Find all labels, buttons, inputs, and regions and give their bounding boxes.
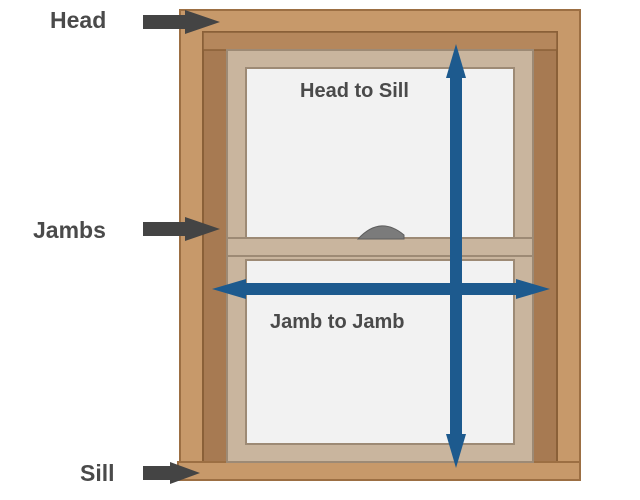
labels: Head Jambs Sill Head to Sill Jamb to Jam… bbox=[33, 7, 409, 486]
jamb-to-jamb-label: Jamb to Jamb bbox=[270, 311, 404, 333]
head-band bbox=[202, 31, 558, 51]
measurement-arrows bbox=[212, 44, 550, 468]
double-arrow-vertical-icon bbox=[446, 44, 466, 468]
head-label: Head bbox=[50, 7, 106, 33]
sill-band bbox=[177, 461, 581, 481]
sash-lock-icon bbox=[356, 225, 405, 240]
double-arrow-horizontal-icon bbox=[212, 279, 550, 299]
jambs-pointer-arrow bbox=[143, 217, 220, 241]
sill-pointer-arrow bbox=[143, 462, 200, 484]
window-sashes bbox=[226, 49, 534, 463]
pointer-arrows bbox=[143, 10, 220, 484]
upper-glass bbox=[245, 67, 515, 239]
sill-label: Sill bbox=[80, 460, 115, 486]
jambs-label: Jambs bbox=[33, 217, 106, 243]
head-to-sill-label: Head to Sill bbox=[300, 80, 409, 102]
head-pointer-arrow bbox=[143, 10, 220, 34]
